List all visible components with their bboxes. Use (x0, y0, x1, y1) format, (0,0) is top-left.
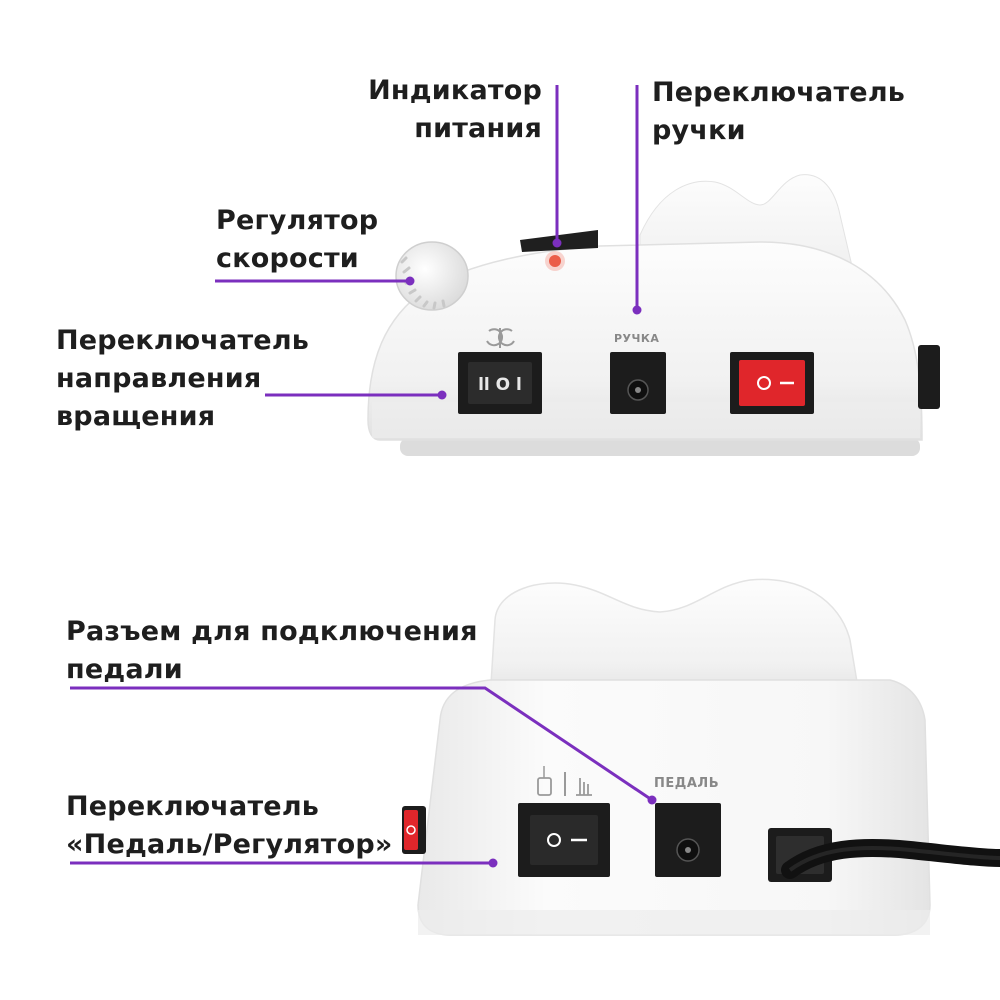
power-indicator-label-line-2: питания (414, 113, 542, 144)
speed-regulator-label: Регулятор скорости (216, 202, 378, 278)
pedal-socket-label-line-1: Разъем для подключения (66, 616, 478, 647)
power-switch (730, 352, 814, 414)
power-indicator-label-line-1: Индикатор (368, 75, 542, 106)
power-indicator-glow (545, 251, 565, 271)
pedal-socket-callout-label: Разъем для подключения педали (66, 613, 478, 689)
pedal-regulator-switch-label-line-2: «Педаль/Регулятор» (66, 829, 393, 860)
top-base-shadow (400, 438, 920, 456)
top-device: ll O l (367, 174, 940, 456)
handle-switch-label: Переключатель ручки (652, 74, 905, 150)
bottom-holder (489, 578, 861, 701)
speed-regulator-label-line-2: скорости (216, 243, 359, 274)
callout-pedal-socket (70, 686, 653, 802)
pedal-regulator-switch-label-line-1: Переключатель (66, 791, 320, 822)
top-side-connector (918, 345, 940, 409)
power-connector (768, 828, 1000, 882)
direction-switch-label-line-2: направления (56, 363, 262, 394)
callouts (70, 85, 657, 868)
power-indicator-label: Индикатор питания (368, 72, 542, 148)
pedal-socket-label: ПЕДАЛЬ (654, 776, 720, 791)
direction-switch-label-line-3: вращения (56, 401, 216, 432)
pedal-socket-label-line-2: педали (66, 654, 183, 685)
direction-switch-label-line-1: Переключатель (56, 325, 310, 356)
power-indicator-led (549, 255, 561, 267)
pedal-regulator-switch (518, 766, 610, 877)
handle-switch-label-line-2: ручки (652, 115, 746, 146)
speed-regulator-label-line-1: Регулятор (216, 205, 379, 236)
pedal-socket (655, 803, 721, 877)
handle-socket-label: РУЧКА (614, 332, 660, 345)
speed-knob (395, 241, 469, 311)
handle-socket (610, 352, 666, 414)
svg-text:ll O l: ll O l (478, 375, 522, 395)
direction-switch: ll O l (458, 328, 542, 414)
pedal-regulator-switch-label: Переключатель «Педаль/Регулятор» (66, 788, 393, 864)
direction-switch-label: Переключатель направления вращения (56, 322, 309, 436)
handle-switch-label-line-1: Переключатель (652, 77, 906, 108)
bottom-device (402, 578, 1000, 936)
bottom-body-base (418, 910, 930, 935)
side-red-switch (402, 806, 426, 854)
